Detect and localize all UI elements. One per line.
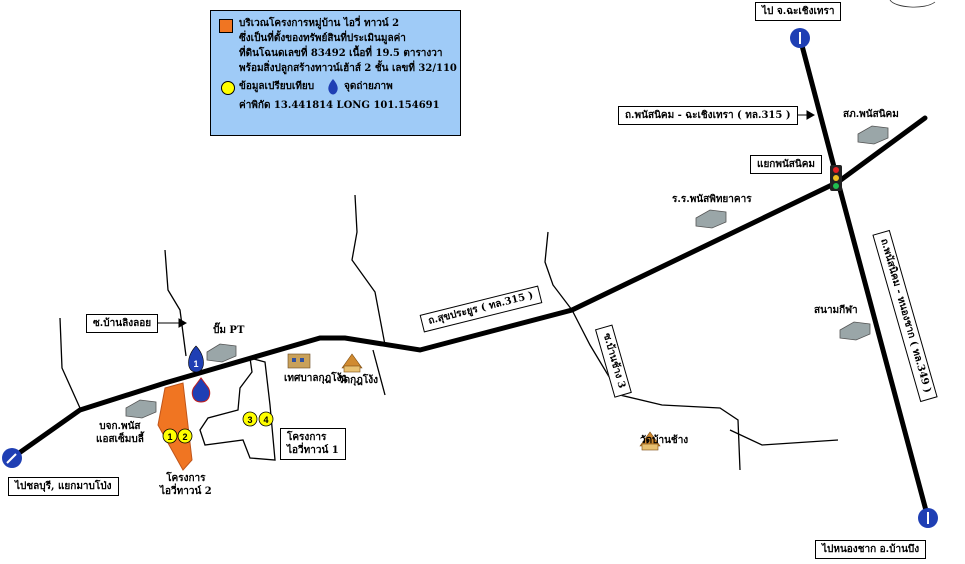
label-soi-bannonglingloy: ซ.บ้านลิงลอย — [86, 314, 159, 333]
soi-south-1 — [372, 349, 386, 396]
soi-bansang — [571, 309, 741, 471]
label-project-ivy1-line2: ไอวี่ทาวน์ 1 — [287, 445, 339, 456]
compare-marker-4-num: 4 — [263, 415, 268, 425]
label-project-ivy2-line2: ไอวี่ทาวน์ 2 — [160, 486, 212, 497]
legend-compare-label: ข้อมูลเปรียบเทียบ — [239, 81, 315, 92]
company-building-icon — [125, 399, 157, 419]
police-station-building-icon — [857, 125, 889, 145]
building-icons — [125, 125, 889, 419]
label-stadium: สนามกีฬา — [814, 305, 858, 316]
project-area-swatch — [219, 19, 233, 33]
minor-roads — [59, 194, 839, 471]
arrow-icon — [6, 453, 17, 464]
pump-pt-building-icon — [206, 343, 237, 363]
label-pump-pt: ปั๊ม PT — [213, 325, 245, 336]
legend-coordinates: ค่าพิกัด 13.441814 LONG 101.154691 — [239, 100, 440, 111]
water-drop-icon — [188, 345, 204, 373]
photo-point-number: 1 — [193, 359, 198, 369]
label-junction-panat: แยกพนัสนิคม — [750, 155, 823, 174]
label-municipality: เทศบาลกุฎโง้ง — [284, 373, 347, 384]
compare-marker-1-num: 1 — [167, 432, 172, 442]
soi-north-1 — [164, 249, 187, 357]
legend-line-2: ซึ่งเป็นที่ตั้งของทรัพย์สินที่ประเมินมูล… — [239, 33, 406, 44]
school-building-icon — [695, 209, 727, 229]
road-315 — [9, 115, 928, 461]
label-school: ร.ร.พนัสพิทยาคาร — [672, 194, 752, 205]
legend-photo-label: จุดถ่ายภาพ — [344, 81, 393, 92]
landmark-icons — [191, 353, 661, 451]
ivy-town-2-plot — [157, 382, 193, 471]
compare-marker-4 — [258, 411, 274, 427]
compare-marker-3 — [242, 411, 258, 427]
label-wat-bansang: วัดบ้านช้าง — [640, 435, 689, 446]
soi-north-2 — [351, 194, 386, 346]
soi-north-3 — [544, 231, 573, 311]
legend-line-3: ที่ดินโฉนดเลขที่ 83492 เนื้อที่ 19.5 ตาร… — [239, 48, 443, 59]
label-to-chachoengsao: ไป จ.ฉะเชิงเทรา — [755, 2, 842, 21]
compare-marker-3-num: 3 — [247, 415, 252, 425]
label-wat-kudngong: วัดกุฎโง้ง — [338, 375, 379, 386]
photo-point-marker: 1 — [188, 345, 204, 373]
pt-fuel-icon — [191, 377, 211, 403]
compare-marker-2-num: 2 — [182, 432, 187, 442]
comparison-marker-swatch — [221, 81, 235, 95]
soi-west — [59, 317, 81, 409]
label-project-ivy2: โครงการ ไอวี่ทาวน์ 2 — [160, 472, 212, 498]
map-legend: บริเวณโครงการหมู่บ้าน ไอวี่ ทาวน์ 2 ซึ่ง… — [210, 10, 461, 136]
label-company: บจก.พนัส แอสเซ็มบลี้ — [96, 420, 144, 446]
traffic-light-icon — [830, 165, 842, 191]
legend-line-1: บริเวณโครงการหมู่บ้าน ไอวี่ ทาวน์ 2 — [239, 18, 400, 29]
compare-marker-1 — [162, 428, 178, 444]
label-road-panat-chachoengsao: ถ.พนัสนิคม - ฉะเชิงเทรา ( ทล.315 ) — [618, 106, 798, 125]
stadium-building-icon — [839, 321, 871, 341]
compare-marker-2 — [177, 428, 193, 444]
label-project-ivy1-line1: โครงการ — [287, 432, 327, 443]
label-company-line1: บจก.พนัส — [99, 421, 141, 432]
ivy-town-1-plot — [199, 357, 276, 461]
direction-markers — [2, 28, 938, 528]
label-police-station: สภ.พนัสนิคม — [843, 109, 899, 120]
label-project-ivy1: โครงการ ไอวี่ทาวน์ 1 — [280, 428, 346, 460]
label-project-ivy2-line1: โครงการ — [166, 473, 206, 484]
photo-point-drop-icon — [328, 79, 338, 95]
legend-line-4: พร้อมสิ่งปลูกสร้างทาวน์เฮ้าส์ 2 ชั้น เลข… — [239, 63, 457, 74]
label-to-chonburi: ไปชลบุรี, แยกมาบโป่ง — [8, 477, 119, 496]
municipality-building-icon — [287, 353, 311, 369]
label-to-nongchak: ไปหนองชาก อ.บ้านบึง — [815, 540, 927, 559]
soi-east — [729, 429, 839, 446]
comparison-markers: 1 2 3 4 — [162, 411, 274, 444]
label-company-line2: แอสเซ็มบลี้ — [96, 434, 144, 445]
compass-icon — [889, 0, 936, 8]
